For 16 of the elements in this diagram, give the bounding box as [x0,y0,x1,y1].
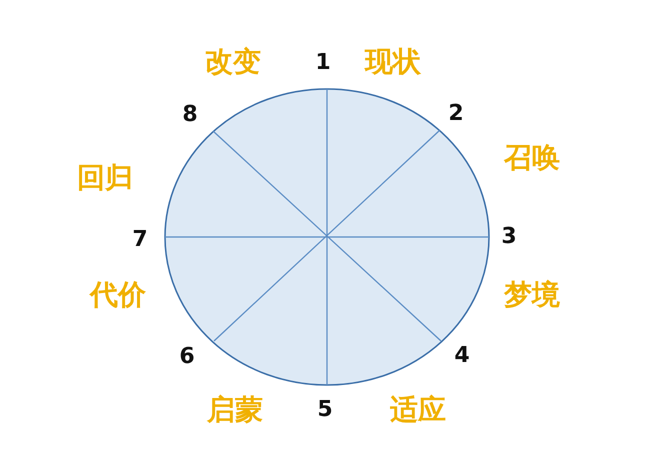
stage-label: 召唤 [504,144,560,172]
segment-number: 2 [448,103,464,125]
stage-label: 启蒙 [207,396,263,424]
stage-label: 代价 [90,281,146,309]
segment-number: 5 [317,399,333,421]
segment-number: 8 [182,104,198,126]
stage-label: 改变 [205,48,261,76]
stage-label: 现状 [365,48,421,76]
segment-number: 7 [132,229,148,251]
segment-number: 3 [501,226,517,248]
stage-label: 回归 [77,164,133,192]
segment-number: 6 [179,346,195,368]
stage-label: 适应 [390,396,446,424]
segment-number: 1 [315,52,331,74]
stage-label: 梦境 [504,281,560,309]
segment-number: 4 [454,345,470,367]
